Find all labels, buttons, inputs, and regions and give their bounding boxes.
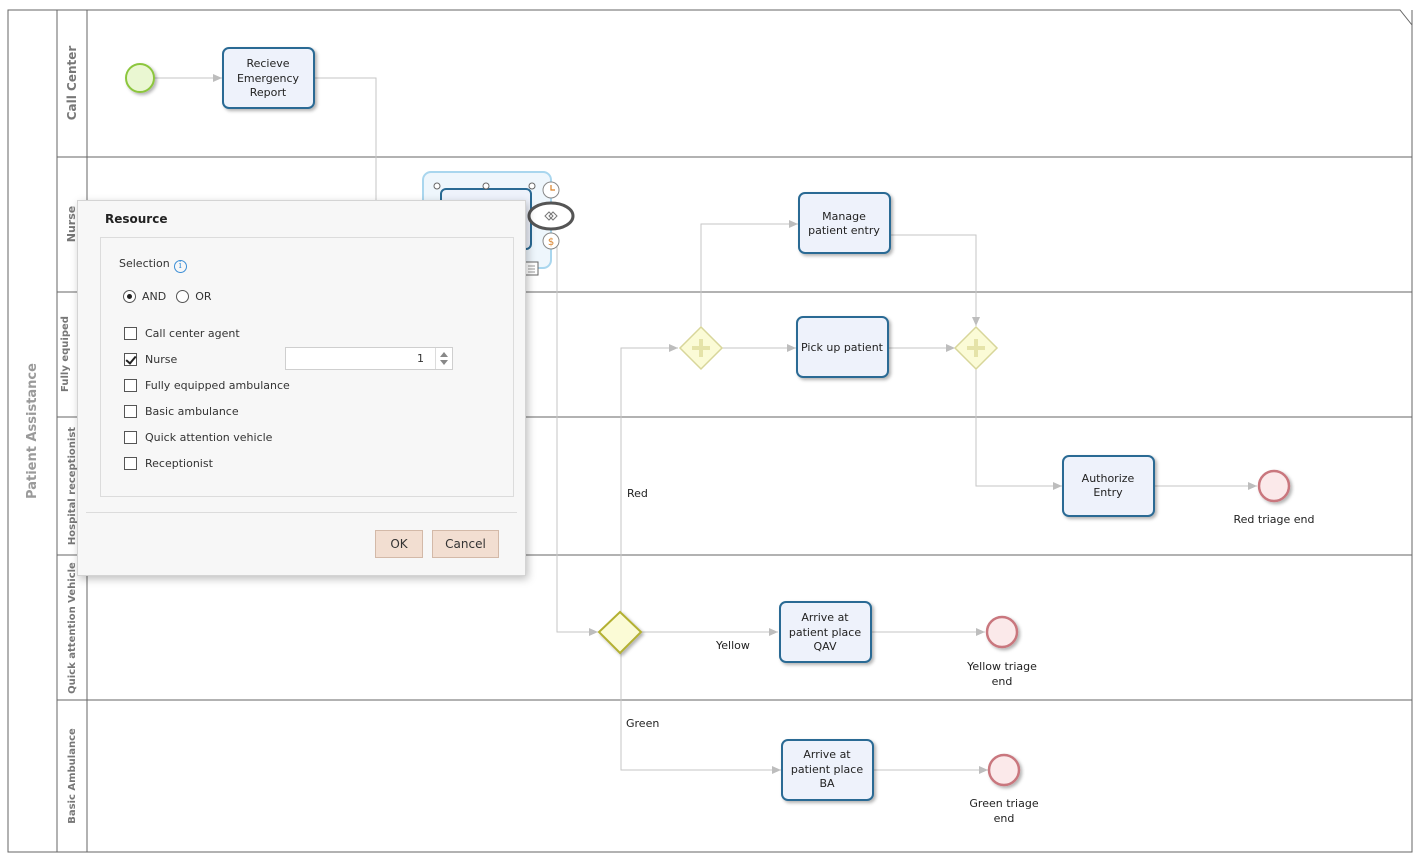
selection-mode: AND OR — [123, 290, 212, 303]
resource-row-nurse: Nurse — [124, 353, 177, 366]
lane-label-quick-attention-vehicle: Quick attention Vehicle — [67, 562, 78, 694]
lane-label-call-center: Call Center — [65, 46, 79, 121]
lane-label-fully-equiped: Fully equiped — [60, 316, 71, 392]
quick-attention-vehicle-label: Quick attention vehicle — [145, 431, 273, 444]
nurse-quantity-stepper[interactable]: 1 — [285, 347, 453, 370]
stepper-arrows — [435, 348, 452, 369]
svg-text:Red triage end: Red triage end — [1234, 513, 1315, 526]
flow-label-red: Red — [627, 487, 648, 500]
flow-label-green: Green — [626, 717, 659, 730]
resource-row-quick-attention-vehicle: Quick attention vehicle — [124, 431, 272, 444]
dialog-title: Resource — [105, 212, 168, 226]
flow-receive-to-nurse[interactable] — [314, 77, 377, 212]
resource-row-receptionist: Receptionist — [124, 457, 213, 470]
receptionist-checkbox[interactable] — [124, 457, 137, 470]
receptionist-label: Receptionist — [145, 457, 213, 470]
cost-icon[interactable] — [542, 232, 560, 250]
cancel-button[interactable]: Cancel — [432, 530, 499, 558]
quick-attention-vehicle-checkbox[interactable] — [124, 431, 137, 444]
increment-icon[interactable] — [440, 352, 448, 357]
flow-join-to-authorize[interactable] — [975, 369, 1062, 490]
start-event[interactable] — [125, 63, 155, 93]
dialog-divider — [86, 512, 517, 513]
and-label: AND — [142, 290, 167, 303]
info-icon[interactable]: i — [173, 260, 187, 273]
or-label: OR — [195, 290, 212, 303]
and-radio[interactable] — [123, 290, 136, 303]
exclusive-gateway[interactable] — [597, 610, 643, 655]
resource-row-basic-ambulance: Basic ambulance — [124, 405, 239, 418]
svg-text:Pick up patient: Pick up patient — [801, 341, 884, 354]
flow-split-to-manage[interactable] — [700, 220, 798, 327]
lane-label-hospital-receptionist: Hospital receptionist — [67, 427, 78, 545]
resource-row-call-center-agent: Call center agent — [124, 327, 240, 340]
selection-label: Selection — [119, 257, 170, 270]
lane-label-nurse: Nurse — [65, 206, 78, 242]
flow-green[interactable] — [620, 652, 781, 774]
parallel-gateway-join[interactable] — [953, 325, 999, 371]
lane-label-basic-ambulance: Basic Ambulance — [67, 728, 78, 824]
or-radio[interactable] — [176, 290, 190, 303]
red-triage-end-event[interactable]: Red triage end — [1234, 469, 1315, 526]
fully-equipped-ambulance-label: Fully equipped ambulance — [145, 379, 290, 392]
fully-equipped-ambulance-checkbox[interactable] — [124, 379, 137, 392]
nurse-quantity-value: 1 — [417, 352, 424, 365]
basic-ambulance-checkbox[interactable] — [124, 405, 137, 418]
flow-label-yellow: Yellow — [715, 639, 750, 652]
call-center-agent-label: Call center agent — [145, 327, 240, 340]
ok-button[interactable]: OK — [375, 530, 423, 558]
pool-title: Patient Assistance — [25, 363, 40, 499]
dollar-icon: $ — [548, 237, 554, 248]
flow-red[interactable] — [620, 344, 678, 632]
resource-row-fully-equipped-ambulance: Fully equipped ambulance — [124, 379, 290, 392]
basic-ambulance-label: Basic ambulance — [145, 405, 239, 418]
decrement-icon[interactable] — [440, 360, 448, 365]
nurse-checkbox[interactable] — [124, 353, 137, 366]
parallel-gateway-split[interactable] — [678, 325, 724, 371]
flow-manage-to-join[interactable] — [890, 234, 980, 326]
nurse-label: Nurse — [145, 353, 178, 366]
call-center-agent-checkbox[interactable] — [124, 327, 137, 340]
sequence-flows — [155, 74, 1257, 774]
task-pick-up-patient[interactable]: Pick up patient — [796, 316, 889, 378]
